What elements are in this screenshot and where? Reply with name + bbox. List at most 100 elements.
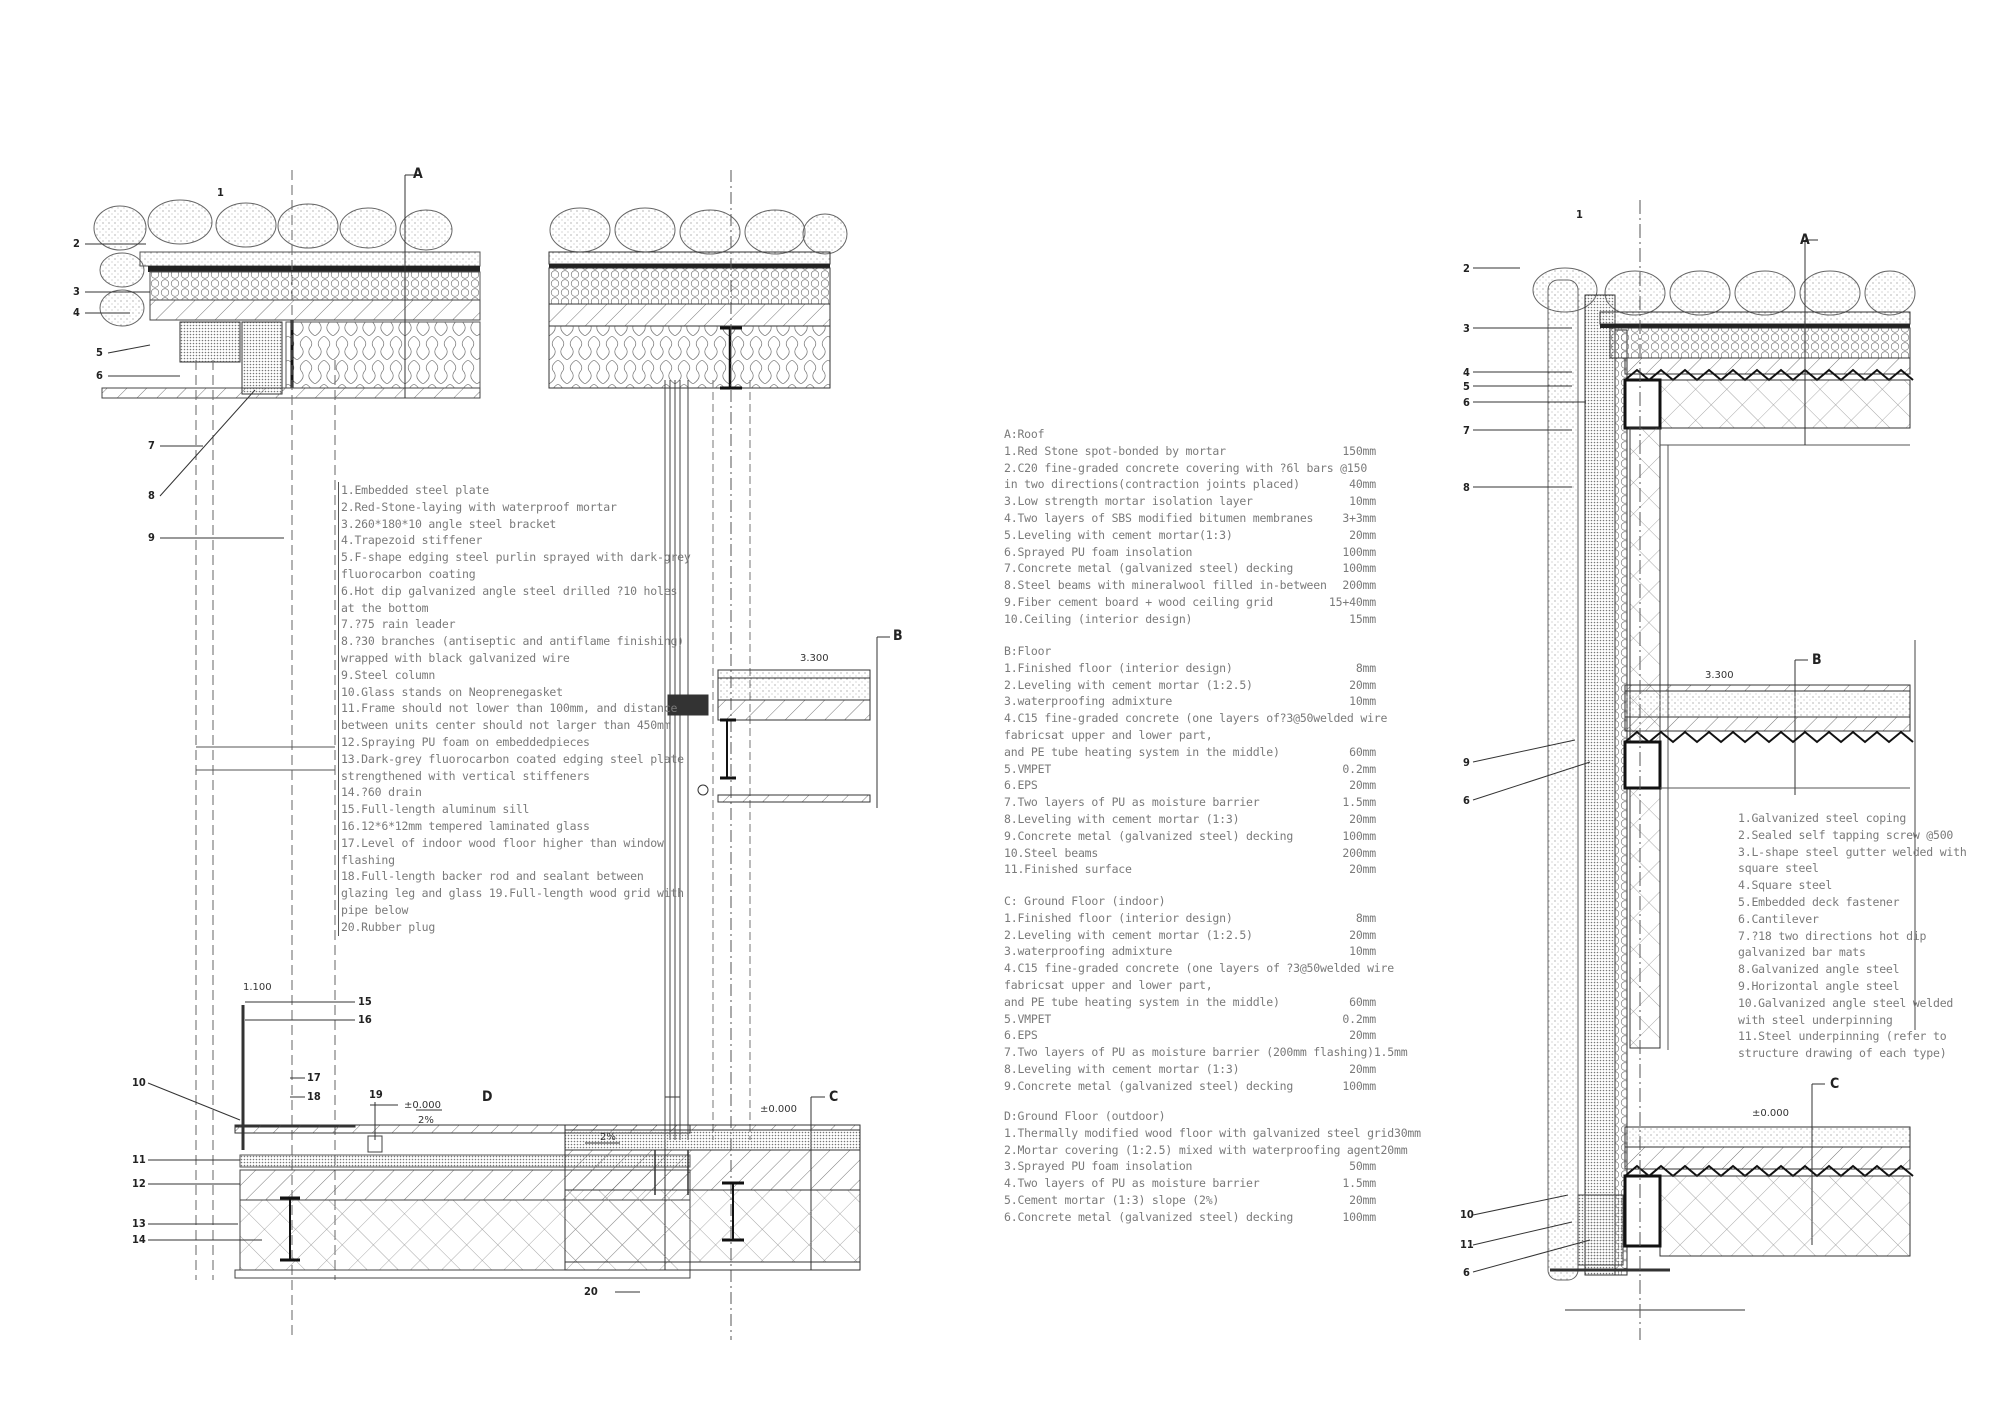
callout-18: 18: [307, 1090, 321, 1103]
legend-right-item: 10.Galvanized angle steel welded: [1738, 995, 1954, 1010]
elevation-ground-right: ±0.000: [1752, 1108, 1790, 1119]
spec-floor: B:Floor 1.Finished floor (interior desig…: [1004, 643, 1388, 878]
slope-mid: 2%: [600, 1132, 616, 1143]
spec-row: 2.Leveling with cement mortar (1:2.5)20m…: [1004, 677, 1376, 692]
spec-row: in two directions(contraction joints pla…: [1004, 477, 1376, 492]
legend-left-item: 4.Trapezoid stiffener: [341, 533, 483, 548]
spec-row: 5.Cement mortar (1:3) slope (2%)20mm: [1004, 1192, 1376, 1207]
legend-right-item: 3.L-shape steel gutter welded with: [1738, 844, 1967, 859]
right-callout-8: 8: [1463, 481, 1470, 494]
legend-right-item: with steel underpinning: [1738, 1012, 1893, 1027]
spec-row: 2.Mortar covering (1:2.5) mixed with wat…: [1004, 1142, 1408, 1157]
spec-row: 8.Leveling with cement mortar (1:3)20mm: [1004, 1061, 1376, 1076]
callout-1: 1: [217, 186, 224, 199]
left-roof-section: [93, 170, 481, 1340]
elevation-1100: 1.100: [243, 982, 272, 993]
section-marker-d: D: [482, 1089, 493, 1105]
legend-left-item: 20.Rubber plug: [341, 919, 436, 934]
spec-row: 4.C15 fine-graded concrete (one layers o…: [1004, 961, 1394, 976]
spec-row: 9.Concrete metal (galvanized steel) deck…: [1004, 1078, 1376, 1093]
spec-row: fabricsat upper and lower part,: [1004, 977, 1213, 992]
spec-row: 2.C20 fine-graded concrete covering with…: [1004, 460, 1368, 475]
spec-roof: A:Roof 1.Red Stone spot-bonded by mortar…: [1004, 426, 1376, 628]
legend-right-item: 5.Embedded deck fastener: [1738, 894, 1900, 909]
legend-left-item: wrapped with black galvanized wire: [341, 650, 570, 665]
right-callout-2: 2: [1463, 262, 1470, 275]
spec-row: 4.C15 fine-graded concrete (one layers o…: [1004, 711, 1388, 726]
legend-left-item: 10.Glass stands on Neoprenegasket: [341, 684, 563, 699]
spec-row: fabricsat upper and lower part,: [1004, 727, 1213, 742]
right-callout-4: 4: [1463, 366, 1470, 379]
legend-left-item: 6.Hot dip galvanized angle steel drilled…: [341, 583, 678, 598]
spec-row: 6.Concrete metal (galvanized steel) deck…: [1004, 1209, 1376, 1224]
callout-8: 8: [148, 489, 155, 502]
legend-left-item: 12.Spraying PU foam on embeddedpieces: [341, 734, 590, 749]
spec-row: and PE tube heating system in the middle…: [1004, 994, 1376, 1009]
callout-17: 17: [307, 1071, 321, 1084]
legend-right-item: 6.Cantilever: [1738, 911, 1819, 926]
right-callout-6: 6: [1463, 396, 1470, 409]
callout-12: 12: [132, 1177, 146, 1190]
legend-left-item: 5.F-shape edging steel purlin sprayed wi…: [341, 550, 691, 565]
callout-5: 5: [96, 346, 103, 359]
callout-9: 9: [148, 531, 155, 544]
spec-row: 1.Finished floor (interior design)8mm: [1004, 660, 1376, 675]
right-callout-7: 7: [1463, 424, 1470, 437]
right-callout-3: 3: [1463, 322, 1470, 335]
callout-3: 3: [73, 285, 80, 298]
elevation-ground-left: ±0.000: [404, 1100, 442, 1111]
legend-left-item: 13.Dark-grey fluorocarbon coated edging …: [341, 751, 684, 766]
elevation-ground-mid: ±0.000: [760, 1104, 798, 1115]
section-marker-b-right: B: [1812, 652, 1822, 668]
right-callout-5: 5: [1463, 380, 1470, 393]
spec-row: 8.Steel beams with mineralwool filled in…: [1004, 578, 1376, 593]
right-callout-11: 11: [1460, 1238, 1474, 1251]
legend-right-item: 9.Horizontal angle steel: [1738, 978, 1900, 993]
section-marker-b-mid: B: [893, 628, 903, 644]
section-marker-a-right: A: [1800, 232, 1810, 248]
legend-left-item: glazing leg and glass 19.Full-length woo…: [341, 886, 684, 901]
legend-left-item: strengthened with vertical stiffeners: [341, 768, 590, 783]
right-wall-section: [1532, 200, 1916, 1340]
middle-wall-section: [548, 170, 890, 1340]
callout-15: 15: [358, 995, 372, 1008]
callout-11: 11: [132, 1153, 146, 1166]
legend-right-item: galvanized bar mats: [1738, 945, 1866, 960]
legend-right-item: 11.Steel underpinning (refer to: [1738, 1029, 1947, 1044]
right-callout-1: 1: [1576, 208, 1583, 221]
legend-right-item: 7.?18 two directions hot dip: [1738, 928, 1927, 943]
legend-left-item: 9.Steel column: [341, 667, 436, 682]
legend-left-item: 17.Level of indoor wood floor higher tha…: [341, 835, 664, 850]
spec-ground-outdoor-title: D:Ground Floor (outdoor): [1004, 1109, 1166, 1123]
callout-6: 6: [96, 369, 103, 382]
elevation-3300-mid: 3.300: [800, 653, 829, 664]
legend-left-item: 7.?75 rain leader: [341, 617, 456, 632]
legend-right-item: 4.Square steel: [1738, 878, 1833, 893]
spec-ground-indoor-title: C: Ground Floor (indoor): [1004, 894, 1166, 908]
legend-left: 1.Embedded steel plate 2.Red-Stone-layin…: [338, 482, 691, 936]
legend-left-item: 11.Frame should not lower than 100mm, an…: [341, 701, 678, 716]
callout-7: 7: [148, 439, 155, 452]
spec-row: 4.Two layers of SBS modified bitumen mem…: [1004, 510, 1376, 525]
spec-row: and PE tube heating system in the middle…: [1004, 744, 1376, 759]
legend-left-item: at the bottom: [341, 600, 429, 615]
spec-row: 2.Leveling with cement mortar (1:2.5)20m…: [1004, 927, 1376, 942]
spec-floor-title: B:Floor: [1004, 644, 1052, 658]
callout-10: 10: [132, 1076, 146, 1089]
legend-left-item: 3.260*180*10 angle steel bracket: [341, 516, 557, 531]
legend-left-item: 18.Full-length backer rod and sealant be…: [341, 869, 644, 884]
callout-4: 4: [73, 306, 80, 319]
